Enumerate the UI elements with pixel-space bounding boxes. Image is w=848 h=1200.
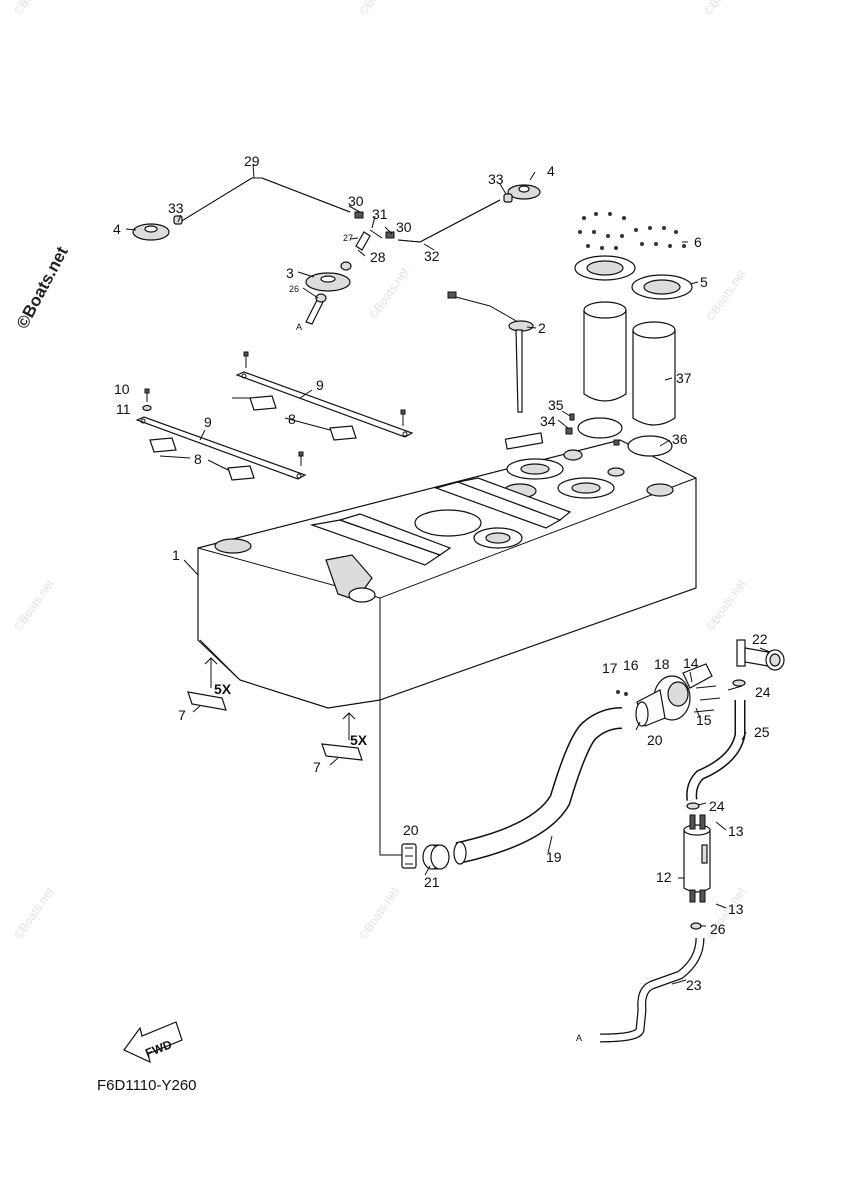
callout-29[interactable]: 29 [244, 153, 260, 169]
callout-20[interactable]: 20 [403, 822, 419, 838]
callout-27[interactable]: 27 [343, 233, 353, 243]
callouts: 1 2 3 4 4 5 6 7 7 8 8 9 9 10 11 12 13 13… [113, 153, 771, 993]
callout-9[interactable]: 9 [316, 377, 324, 393]
callout-32[interactable]: 32 [424, 248, 440, 264]
callout-15[interactable]: 15 [696, 712, 712, 728]
callout-36[interactable]: 36 [672, 431, 688, 447]
callout-35[interactable]: 35 [548, 397, 564, 413]
callout-13[interactable]: 13 [728, 901, 744, 917]
callout-24[interactable]: 24 [709, 798, 725, 814]
callout-4[interactable]: 4 [547, 163, 555, 179]
callout-7[interactable]: 7 [313, 759, 321, 775]
hose-end-letter: A [296, 322, 302, 332]
callout-11[interactable]: 11 [116, 401, 131, 417]
callout-5[interactable]: 5 [700, 274, 708, 290]
watermark: ©Boats.net [356, 884, 402, 941]
callout-23[interactable]: 23 [686, 977, 702, 993]
watermark: ©Boats.net [11, 576, 57, 633]
watermark: ©Boats.net [701, 0, 747, 18]
tank-pads [187, 657, 363, 761]
callout-13[interactable]: 13 [728, 823, 744, 839]
callout-37[interactable]: 37 [676, 370, 692, 386]
callout-26[interactable]: 26 [289, 284, 299, 294]
callout-6[interactable]: 6 [694, 234, 702, 250]
callout-33[interactable]: 33 [168, 200, 184, 216]
watermark: ©Boats.net [11, 0, 57, 18]
fwd-arrow-icon: FWD [123, 1021, 183, 1064]
callout-1[interactable]: 1 [172, 547, 180, 563]
leader-lines [125, 163, 771, 985]
tank-straps [135, 351, 414, 481]
callout-14[interactable]: 14 [683, 655, 699, 671]
callout-8[interactable]: 8 [288, 411, 296, 427]
callout-8[interactable]: 8 [194, 451, 202, 467]
fuel-tank [197, 432, 697, 856]
callout-12[interactable]: 12 [656, 869, 672, 885]
callout-7[interactable]: 7 [178, 707, 186, 723]
callout-31[interactable]: 31 [372, 206, 388, 222]
pump-modules [565, 212, 693, 457]
callout-16[interactable]: 16 [623, 657, 639, 673]
watermark: ©Boats.net [703, 576, 749, 633]
quantity-note: 5X [214, 681, 232, 697]
callout-2[interactable]: 2 [538, 320, 546, 336]
callout-19[interactable]: 19 [546, 849, 562, 865]
callout-3[interactable]: 3 [286, 265, 294, 281]
callout-33[interactable]: 33 [488, 171, 504, 187]
quantity-note: 5X [350, 732, 368, 748]
callout-18[interactable]: 18 [654, 656, 670, 672]
callout-9[interactable]: 9 [204, 414, 212, 430]
fuel-sender [447, 291, 534, 413]
callout-17[interactable]: 17 [602, 660, 618, 676]
callout-30[interactable]: 30 [348, 193, 364, 209]
callout-10[interactable]: 10 [114, 381, 130, 397]
callout-30[interactable]: 30 [396, 219, 412, 235]
fuel-line-assembly [401, 639, 785, 1043]
vent-assembly [132, 177, 541, 325]
callout-26[interactable]: 26 [710, 921, 726, 937]
callout-22[interactable]: 22 [752, 631, 768, 647]
diagram-code: F6D1110-Y260 [97, 1077, 197, 1094]
callout-25[interactable]: 25 [754, 724, 770, 740]
callout-21[interactable]: 21 [424, 874, 440, 890]
watermark: ©Boats.net [703, 266, 749, 323]
watermark: ©Boats.net [356, 0, 402, 18]
callout-24[interactable]: 24 [755, 684, 771, 700]
callout-34[interactable]: 34 [540, 413, 556, 429]
callout-4[interactable]: 4 [113, 221, 121, 237]
hose-end-letter: A [576, 1033, 582, 1043]
callout-20[interactable]: 20 [647, 732, 663, 748]
watermark: ©Boats.net [366, 264, 412, 321]
brand-mark: ©Boats.net [13, 243, 72, 332]
callout-28[interactable]: 28 [370, 249, 386, 265]
watermark: ©Boats.net [11, 884, 57, 941]
